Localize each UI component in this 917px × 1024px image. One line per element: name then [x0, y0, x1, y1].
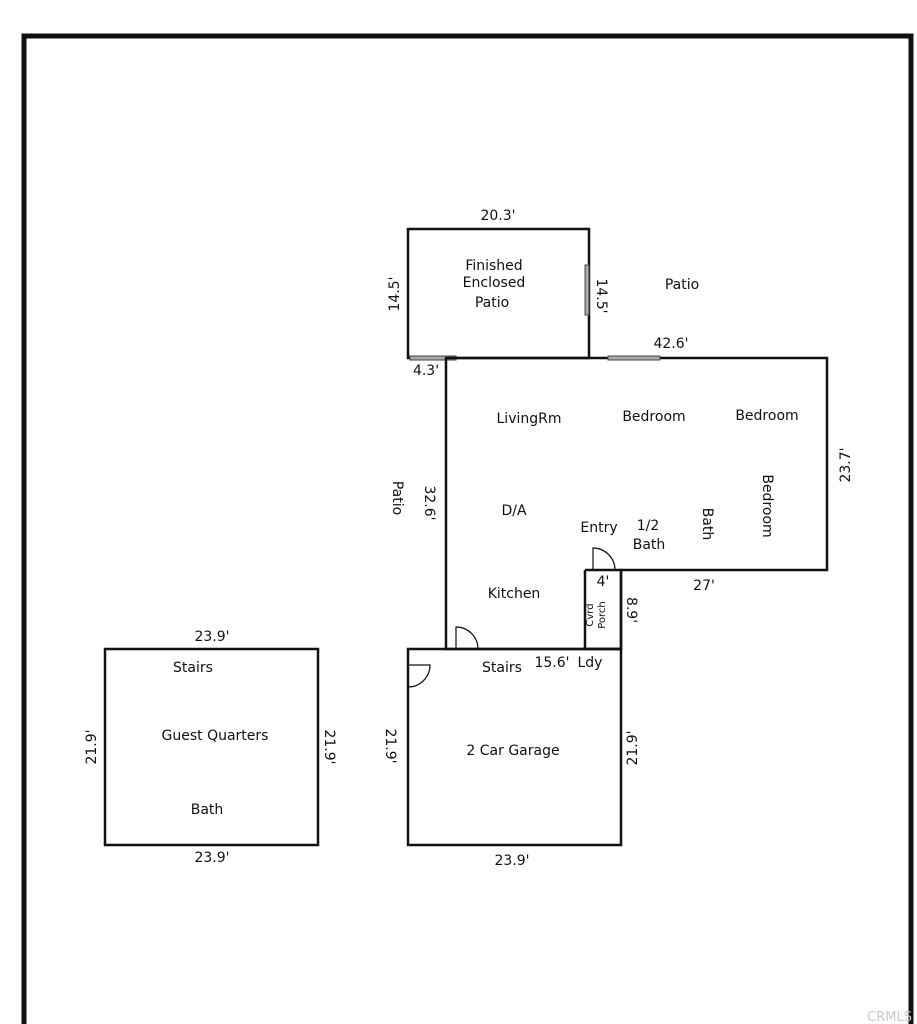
- door-garage: [407, 664, 431, 688]
- dim-garage-right: 21.9': [625, 730, 641, 765]
- dim-porch-side: 8.9': [623, 597, 639, 623]
- dim-laundry-width: 15.6': [534, 655, 569, 671]
- dim-patio-top: 20.3': [480, 208, 515, 224]
- watermark: CRMLS: [867, 1010, 912, 1024]
- label-porch: Porch: [597, 601, 608, 629]
- label-bedroom-1: Bedroom: [622, 409, 685, 425]
- label-patio-enclosed: Patio: [475, 295, 509, 311]
- guest-quarters-walls: [103, 647, 320, 847]
- dim-porch-top: 4': [597, 574, 610, 590]
- dim-garage-bottom: 23.9': [494, 853, 529, 869]
- label-covered: Cvrd: [585, 603, 596, 626]
- label-bedroom-2: Bedroom: [735, 408, 798, 424]
- label-patio-right: Patio: [665, 277, 699, 293]
- label-laundry: Ldy: [578, 655, 603, 671]
- page-frame: [21, 33, 914, 1024]
- door-entry: [592, 547, 616, 571]
- garage-walls: [406, 647, 623, 847]
- dim-house-top: 42.6': [653, 336, 688, 352]
- label-garage: 2 Car Garage: [466, 743, 559, 759]
- dim-patio-left: 14.5': [387, 276, 403, 311]
- sliding-door-house-top: [607, 355, 661, 361]
- label-half-bath: Bath: [633, 537, 666, 553]
- label-patio-left: Patio: [389, 481, 405, 515]
- label-bedroom-3: Bedroom: [759, 474, 775, 537]
- dim-house-right: 23.7': [838, 447, 854, 482]
- dim-guest-right: 21.9': [321, 729, 337, 764]
- dim-house-left: 32.6': [421, 485, 437, 520]
- dim-patio-right: 14.5': [593, 278, 609, 313]
- dim-guest-left: 21.9': [84, 729, 100, 764]
- label-stairs-garage: Stairs: [482, 660, 522, 676]
- label-enclosed: Enclosed: [463, 275, 526, 291]
- sliding-door-patio-side: [584, 264, 590, 316]
- label-dining-area: D/A: [501, 503, 526, 519]
- label-living-room: LivingRm: [497, 411, 562, 427]
- dim-small-offset: 4.3': [413, 363, 439, 379]
- label-guest-quarters: Guest Quarters: [162, 728, 269, 744]
- label-finished: Finished: [465, 258, 522, 274]
- dim-guest-bottom: 23.9': [194, 850, 229, 866]
- label-kitchen: Kitchen: [488, 586, 541, 602]
- label-half-bath-fraction: 1/2: [637, 518, 660, 534]
- label-entry: Entry: [580, 520, 617, 536]
- label-stairs-guest: Stairs: [173, 660, 213, 676]
- label-guest-bath: Bath: [191, 802, 224, 818]
- door-kitchen: [455, 626, 479, 650]
- label-bath: Bath: [699, 508, 715, 541]
- dim-guest-top: 23.9': [194, 629, 229, 645]
- dim-garage-left: 21.9': [382, 728, 398, 763]
- dim-house-bottom: 27': [693, 578, 715, 594]
- enclosed-patio-walls: [406, 227, 591, 360]
